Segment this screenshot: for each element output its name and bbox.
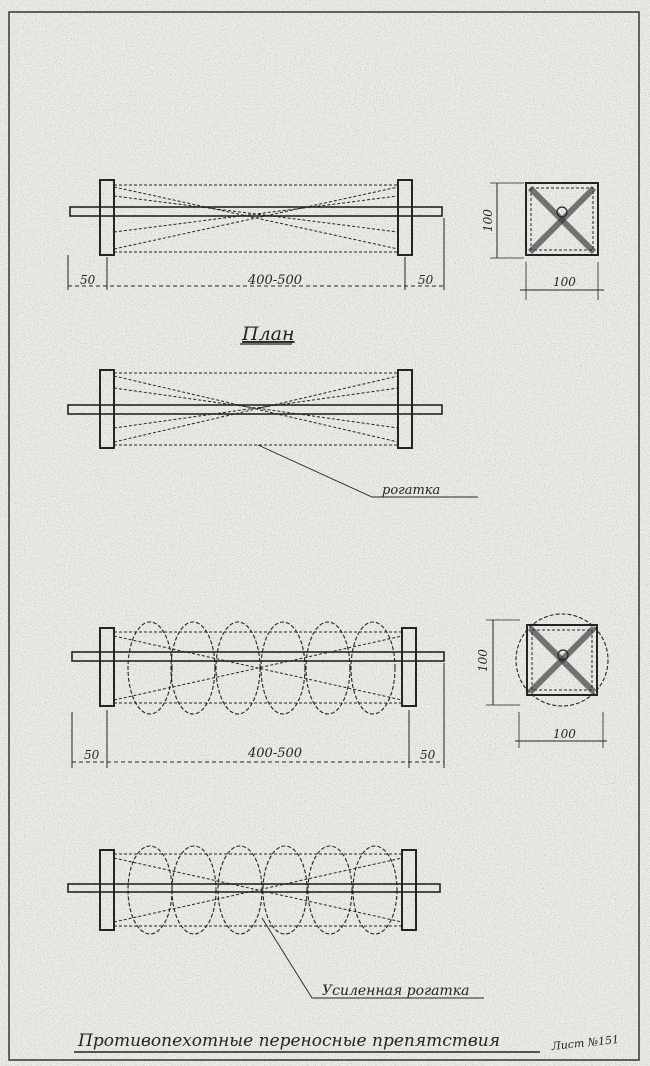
drawing-sheet: 50 400-500 50 100 100 План ро xyxy=(0,0,650,1066)
paper-texture xyxy=(0,0,650,1066)
technical-drawing: 50 400-500 50 100 100 План ро xyxy=(0,0,650,1066)
